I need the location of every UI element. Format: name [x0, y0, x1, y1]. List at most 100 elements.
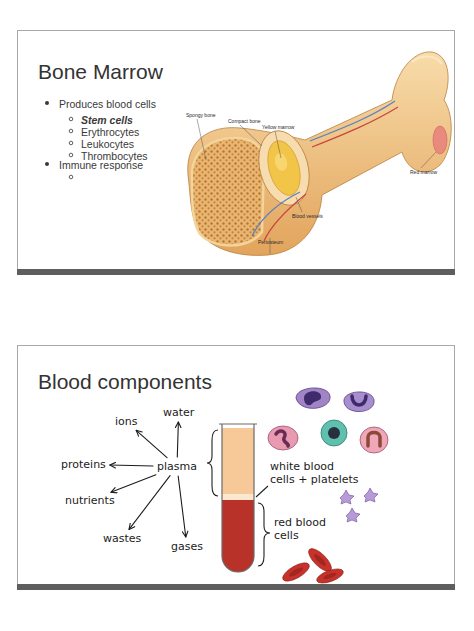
component-word: water: [161, 405, 196, 420]
bullet-item: Immune response: [59, 159, 143, 171]
red-blood-cell: [323, 572, 338, 581]
slide-title: Bone Marrow: [38, 61, 163, 82]
component-text: water: [163, 406, 194, 419]
bullet-item: Leukocytes: [81, 138, 134, 150]
white-blood-cell: [268, 388, 388, 453]
test-tube: [220, 500, 260, 580]
arrow-connector: [110, 465, 153, 467]
part-label: Periosteum: [258, 239, 283, 245]
component-word: ions: [113, 414, 140, 429]
platelet: [340, 488, 378, 522]
bracket: [207, 430, 218, 496]
bullet-marks: [69, 153, 73, 157]
bullet-item: Produces blood cells: [59, 98, 156, 110]
bone-illustration: [251, 125, 317, 211]
test-tube: [222, 424, 254, 572]
leader-lines: [270, 238, 271, 254]
bullet-marks: [69, 129, 73, 133]
bullet-marks: [69, 141, 73, 145]
part-label: Compact bone: [228, 118, 261, 124]
bone-illustration: [312, 107, 398, 147]
leader-lines: [296, 197, 302, 212]
arrow-connector: [178, 476, 186, 537]
component-word: wastes: [101, 531, 143, 546]
test-tube: [220, 428, 260, 580]
slide-panel: ions water proteins plasma nutrients wastes ga…: [17, 345, 455, 590]
slide-panel: Bone MarrowProduces blood cellsStem cell…: [17, 30, 455, 275]
part-label: Red marrow: [410, 169, 437, 175]
bone-illustration: [310, 101, 395, 141]
platelet: [346, 508, 360, 522]
white-blood-cell: [360, 427, 388, 453]
slide-title: Blood components: [38, 371, 212, 392]
platelet: [364, 488, 378, 502]
leader-lines: [240, 125, 262, 146]
white-blood-cell: [276, 431, 288, 446]
platelet: [340, 490, 354, 504]
arrow-connector: [177, 422, 178, 457]
arrow-connector: [111, 475, 156, 493]
test-tube: [220, 494, 260, 500]
slide-bar: [17, 584, 455, 590]
arrow-connector: [136, 430, 167, 457]
component-text: wastes: [103, 532, 141, 545]
component-text: plasma: [157, 460, 197, 473]
component-text: proteins: [61, 458, 106, 471]
arrow-connector: [129, 476, 170, 530]
bone-illustration: [433, 126, 447, 154]
test-tube: [220, 428, 260, 494]
white-blood-cell: [352, 396, 366, 405]
bone-illustration: [188, 52, 451, 256]
bone-illustration: [262, 137, 305, 199]
component-word: proteins: [59, 457, 108, 472]
bullet-marks: [45, 101, 73, 179]
red-blood-cell: [305, 545, 335, 575]
bone-illustration: [188, 52, 451, 256]
white-blood-cell: [321, 420, 347, 446]
bracket-label: white blood cells + platelets: [270, 460, 362, 486]
white-blood-cell: [304, 391, 321, 405]
red-blood-cell: [313, 553, 328, 568]
red-blood-cell: [280, 559, 312, 584]
red-blood-cell: [280, 545, 345, 586]
slide-bar: [17, 269, 455, 275]
component-text: gases: [171, 540, 203, 553]
leader-lines: [197, 119, 436, 254]
white-blood-cell: [328, 427, 340, 439]
test-tube: [219, 424, 260, 580]
bullet-item: Erythrocytes: [81, 126, 139, 138]
bone-illustration: [273, 152, 289, 172]
bone-illustration: [192, 138, 264, 245]
part-label: Yellow marrow: [262, 124, 294, 130]
component-word: gases: [169, 539, 205, 554]
bullet-marks: [69, 117, 73, 121]
component-text: ions: [115, 415, 138, 428]
leader-lines: [275, 131, 281, 158]
bracket: [207, 430, 270, 566]
bullet-marks: [45, 101, 49, 105]
test-tube: [219, 423, 257, 424]
bullet-marks: [69, 175, 73, 179]
white-blood-cell: [368, 433, 380, 447]
red-blood-cell: [315, 566, 345, 586]
leader-lines: [197, 119, 206, 160]
bullet-item: Stem cells: [81, 114, 133, 126]
red-blood-cell: [288, 566, 304, 578]
white-blood-cell: [268, 426, 298, 450]
bracket: [258, 503, 270, 566]
part-label: Spongy bone: [186, 112, 215, 118]
bracket: [256, 486, 268, 497]
white-blood-cell: [344, 392, 374, 412]
white-blood-cell: [296, 388, 330, 408]
leader-lines: [421, 152, 436, 168]
component-word: plasma: [155, 459, 199, 474]
bullet-marks: [45, 162, 49, 166]
component-text: nutrients: [65, 494, 115, 507]
part-label: Blood vessels: [292, 213, 323, 219]
component-word: nutrients: [63, 493, 117, 508]
bone-illustration: [412, 57, 442, 64]
bracket-label: red blood cells: [274, 516, 330, 542]
bone-illustration: [252, 192, 300, 236]
bone-illustration: [264, 194, 306, 241]
